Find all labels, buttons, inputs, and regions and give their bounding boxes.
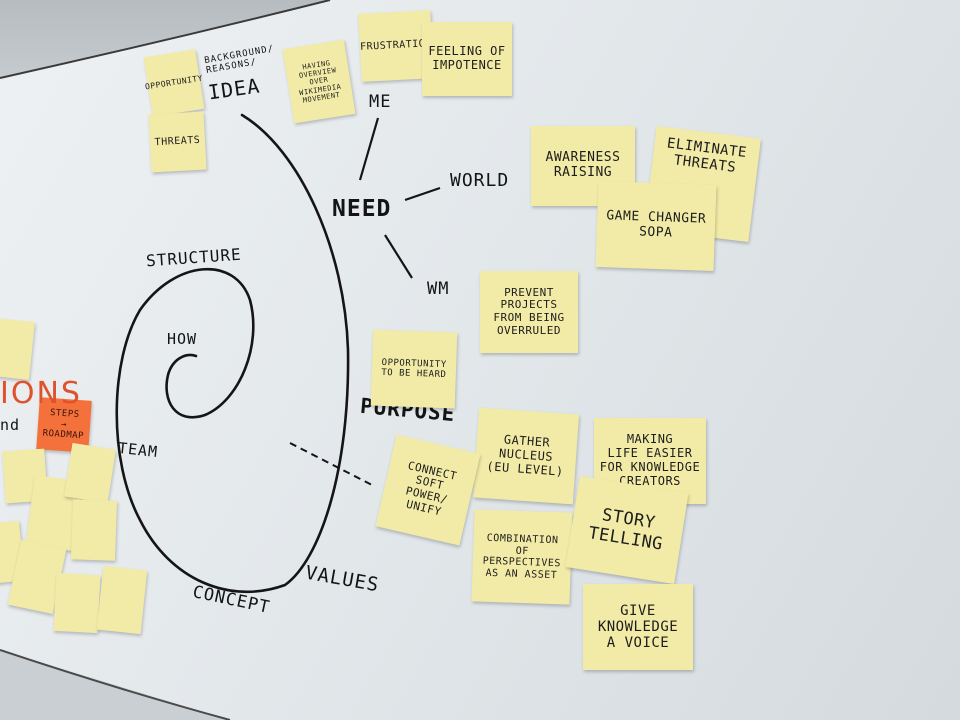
sticky-note-story-telling: STORY TELLING <box>565 475 689 585</box>
sticky-note-threats: THREATS <box>148 111 207 173</box>
sticky-note-opportunity-to-be-heard: OPPORTUNITY TO BE HEARD <box>370 329 458 409</box>
label-wm: WM <box>427 279 450 299</box>
left-edge-word: nd <box>0 416 21 434</box>
label-how: HOW <box>167 330 198 348</box>
sticky-note-left-edge-7 <box>70 499 118 561</box>
sticky-note-feeling-of-impotence: FEELING OF IMPOTENCE <box>422 22 512 96</box>
label-need: NEED <box>332 196 392 222</box>
sticky-note-game-changer-sopa: GAME CHANGER SOPA <box>595 180 717 272</box>
sticky-note-left-edge-6 <box>64 442 116 504</box>
need-to-me-line <box>358 117 380 181</box>
sticky-note-left-edge-9 <box>96 565 148 635</box>
dashed-divider <box>289 442 373 486</box>
sticky-note-combination-of-perspectives: COMBINATION OF PERSPECTIVES AS AN ASSET <box>471 509 573 605</box>
red-marker-word: IONS <box>0 376 82 411</box>
sticky-note-left-edge-8 <box>53 572 101 634</box>
need-to-wm-line <box>384 234 413 279</box>
sticky-note-opportunity: OPPORTUNITY <box>143 49 205 117</box>
spiral-line <box>115 113 350 594</box>
sticky-note-give-knowledge-a-voice: GIVE KNOWLEDGE A VOICE <box>583 584 693 670</box>
label-world: WORLD <box>450 170 510 191</box>
label-me: ME <box>369 92 392 112</box>
sticky-note-having-overview: HAVING OVERVIEW OVER WIKIMEDIA MOVEMENT <box>282 39 356 124</box>
sticky-note-prevent-projects: PREVENT PROJECTS FROM BEING OVERRULED <box>480 271 578 353</box>
sticky-note-gather-nucleus: GATHER NUCLEUS (EU LEVEL) <box>472 407 580 505</box>
need-to-world-line <box>404 186 441 202</box>
sticky-note-awareness-raising: AWARENESS RAISING <box>531 126 635 206</box>
sticky-note-left-edge-1 <box>0 318 35 380</box>
